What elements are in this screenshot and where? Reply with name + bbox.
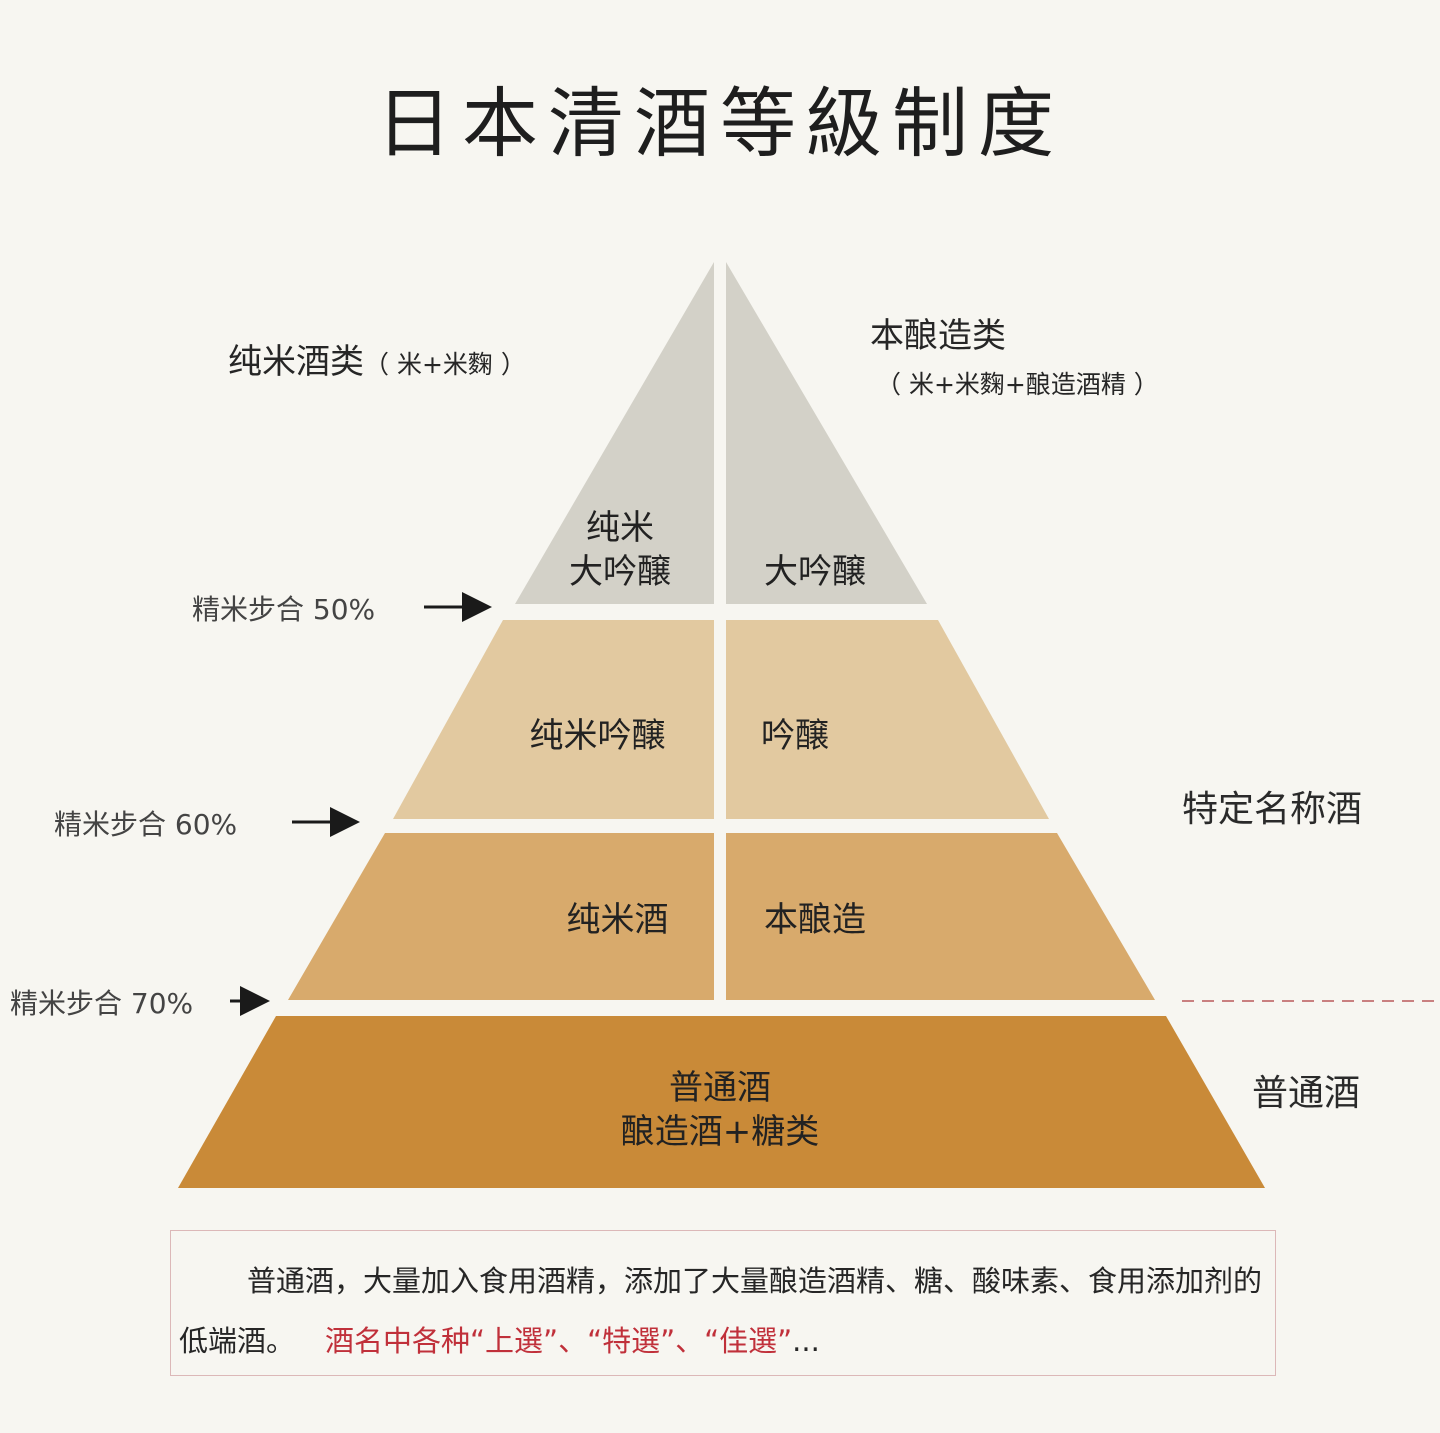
tier-base-label: 普通酒 酿造酒+糖类 <box>570 1066 870 1154</box>
tier-top-left-line2: 大吟醸 <box>569 552 671 592</box>
tier-base-line1: 普通酒 <box>669 1068 771 1108</box>
honjozo-category-detail: （ 米+米麴+酿造酒精 ） <box>876 362 1159 402</box>
tier-top-left-line1: 纯米 <box>586 508 654 548</box>
tier-top-left <box>515 262 714 604</box>
junmai-category: 纯米酒类（ 米+米麴 ） <box>228 334 526 383</box>
tier-top-right <box>726 262 927 604</box>
tier-top-right-label: 大吟醸 <box>764 552 866 592</box>
ratio-label-60: 精米步合 60% <box>54 808 238 841</box>
note-box: 普通酒，大量加入食用酒精，添加了大量酿造酒精、糖、酸味素、食用添加剂的低端酒。酒… <box>170 1230 1276 1376</box>
tier-second-left-label: 纯米吟醸 <box>529 716 666 756</box>
special-designation-label: 特定名称酒 <box>1182 789 1363 830</box>
page-title: 日本清酒等級制度 <box>376 79 1064 168</box>
tier-third-left-label: 纯米酒 <box>566 900 669 940</box>
note-ellipsis: ... <box>792 1324 820 1358</box>
ordinary-sake-label: 普通酒 <box>1252 1073 1361 1114</box>
note-text: 普通酒，大量加入食用酒精，添加了大量酿造酒精、糖、酸味素、食用添加剂的低端酒。 <box>179 1264 1263 1358</box>
note-highlight: 酒名中各种“上選”、“特選”、“佳選” <box>325 1324 793 1358</box>
honjozo-category-detail-text: （ 米+米麴+酿造酒精 ） <box>876 370 1159 399</box>
junmai-category-name: 纯米酒类 <box>228 342 364 382</box>
tier-base <box>178 1016 1265 1188</box>
honjozo-category-name: 本酿造类 <box>870 316 1006 356</box>
ratio-label-70: 精米步合 70% <box>10 987 194 1020</box>
tier-top-left-label: 纯米 大吟醸 <box>540 506 700 594</box>
junmai-category-detail: （ 米+米麴 ） <box>364 350 526 379</box>
tier-base-line2: 酿造酒+糖类 <box>620 1112 820 1152</box>
tier-third-left <box>288 833 714 1000</box>
ratio-label-50: 精米步合 50% <box>192 593 376 626</box>
tier-third-right <box>726 833 1155 1000</box>
tier-second-right <box>726 620 1049 819</box>
tier-third-right-label: 本酿造 <box>764 900 866 940</box>
tier-second-left <box>393 620 714 819</box>
tier-second-right-label: 吟醸 <box>761 716 829 756</box>
